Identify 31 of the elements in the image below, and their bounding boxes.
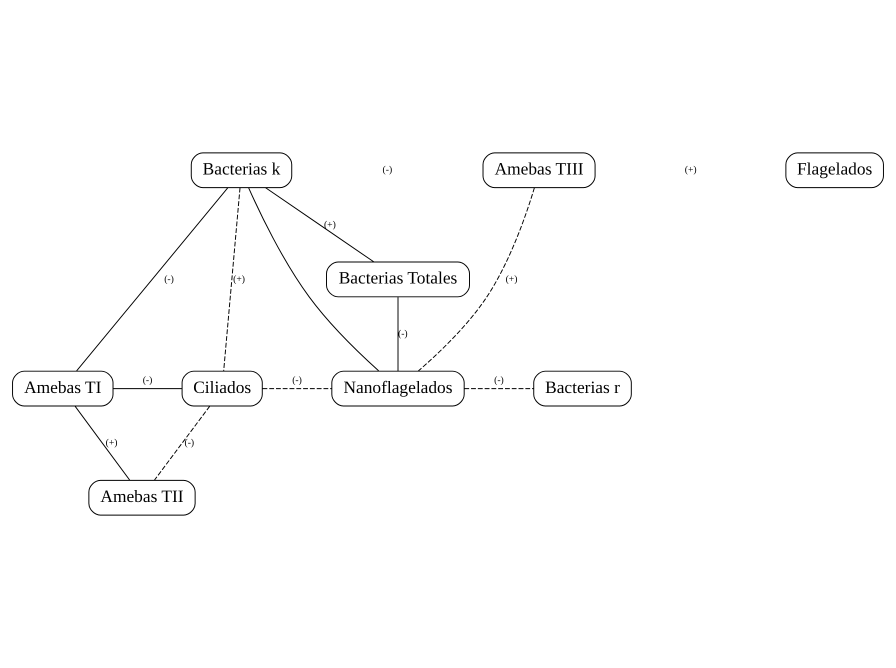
node-box: Flagelados — [785, 152, 884, 188]
node-box: Ciliados — [182, 370, 263, 406]
connector — [112, 388, 182, 390]
node-box: Bacterias Totales — [326, 262, 470, 298]
connector — [262, 388, 332, 390]
edge-label: (-) — [184, 438, 194, 449]
node-box: Bacterias r — [533, 370, 632, 406]
edge-label: (-) — [164, 274, 174, 285]
node-box: Amebas TI — [12, 370, 114, 406]
connector — [223, 187, 240, 372]
edge-label: (-) — [398, 328, 408, 340]
edge-label: (+) — [324, 219, 336, 230]
edge-label: (-) — [494, 374, 504, 386]
connector — [248, 187, 380, 372]
node-box: Nanoflagelados — [331, 370, 465, 406]
connector — [76, 187, 228, 372]
connector — [265, 187, 374, 262]
connector — [464, 388, 534, 390]
edge-label: (+) — [106, 438, 118, 449]
node-box: Bacterias k — [190, 152, 292, 188]
edge-label: (+) — [233, 274, 246, 285]
label: (+) — [684, 164, 697, 176]
connector — [74, 406, 130, 481]
edge-label: (+) — [506, 274, 518, 285]
node-box: Amebas TII — [88, 480, 196, 516]
node-box: Amebas TIII — [482, 152, 596, 188]
label: (-) — [382, 164, 392, 176]
edge-label: (-) — [142, 374, 152, 386]
edge-label: (-) — [292, 374, 302, 386]
connector — [418, 187, 535, 372]
connector — [154, 406, 210, 481]
